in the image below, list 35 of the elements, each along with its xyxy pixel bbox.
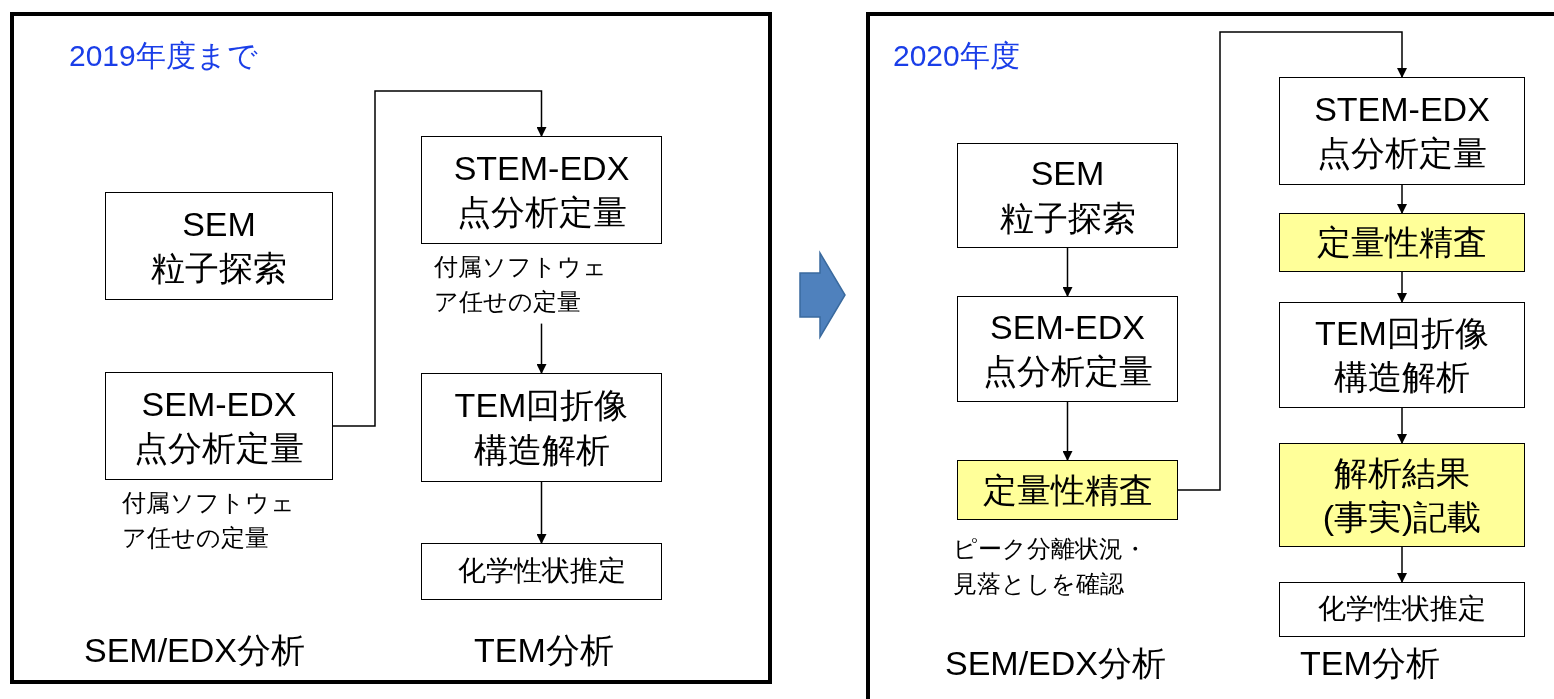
arrow [1397,184,1407,214]
process-box: STEM-EDX 点分析定量 [421,136,662,244]
column-label: SEM/EDX分析 [945,643,1167,684]
column-label: TEM分析 [474,630,614,671]
column-label: TEM分析 [1300,643,1440,684]
process-box: 解析結果 (事実)記載 [1279,443,1525,547]
arrow [1397,546,1407,583]
process-box: 定量性精査 [1279,213,1525,272]
process-box: 定量性精査 [957,460,1178,520]
process-box: SEM-EDX 点分析定量 [105,372,333,480]
panel-heading: 2019年度まで [69,38,258,74]
process-box: SEM-EDX 点分析定量 [957,296,1178,402]
arrow [1062,401,1073,461]
panel-frame [866,12,1554,699]
arrow [536,481,547,544]
note-text: 付属ソフトウェア任せの定量 [434,252,608,317]
arrow [536,322,547,374]
process-box: SEM 粒子探索 [105,192,333,300]
note-text: ピーク分離状況・見落としを確認 [953,534,1148,599]
block-arrow [799,250,846,340]
process-box: TEM回折像 構造解析 [421,373,662,482]
note-text: 付属ソフトウェア任せの定量 [122,488,296,553]
process-box: 化学性状推定 [1279,582,1525,637]
arrow [1397,407,1407,444]
arrow [1177,31,1407,491]
arrow [1062,247,1073,297]
column-label: SEM/EDX分析 [84,630,306,671]
arrow [1397,271,1407,303]
arrow [332,90,547,427]
process-box: STEM-EDX 点分析定量 [1279,77,1525,185]
process-box: SEM 粒子探索 [957,143,1178,248]
panel-heading: 2020年度 [893,38,1020,74]
process-box: TEM回折像 構造解析 [1279,302,1525,408]
process-box: 化学性状推定 [421,543,662,600]
panel-frame [10,12,772,684]
